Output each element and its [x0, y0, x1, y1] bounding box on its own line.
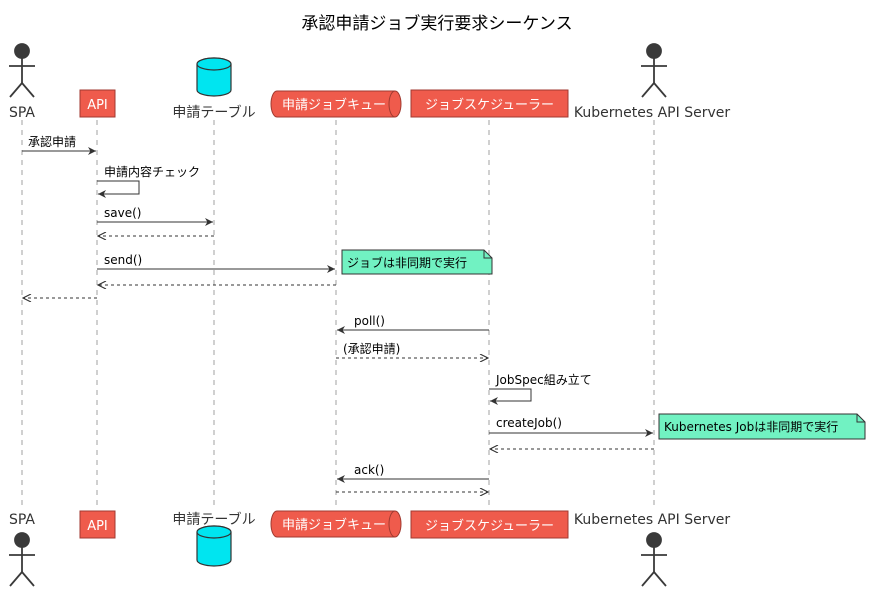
note-2-text: Kubernetes Jobは非同期で実行 [664, 419, 838, 434]
actor-k8s-bottom-icon [641, 532, 667, 587]
message-label-6: (承認申請) [343, 341, 400, 356]
participant-scheduler-bottom-label: ジョブスケジューラー [425, 518, 554, 534]
participant-k8s-top: Kubernetes API Server [574, 105, 730, 121]
participant-queue-top [270, 90, 402, 118]
database-top-icon [196, 57, 232, 97]
participant-table-bottom: 申請テーブル [172, 511, 255, 528]
participant-queue-bottom [270, 510, 402, 538]
message-label-8: createJob() [496, 416, 562, 430]
actor-k8s-top-icon [641, 43, 667, 98]
participant-api-bottom [79, 510, 116, 539]
participant-scheduler-top-label: ジョブスケジューラー [425, 97, 554, 113]
message-label-9: ack() [354, 463, 384, 477]
actor-spa-top-icon [9, 43, 35, 98]
note-1-text: ジョブは非同期で実行 [347, 255, 467, 270]
diagram-title: 承認申請ジョブ実行要求シーケンス [301, 13, 572, 34]
participant-scheduler-top [410, 89, 569, 118]
message-label-2: 申請内容チェック [104, 164, 200, 179]
note-2 [658, 413, 866, 440]
participant-api-top-label: API [87, 98, 108, 113]
message-label-7: JobSpec組み立て [495, 372, 592, 387]
participant-table-top: 申請テーブル [172, 104, 255, 121]
participant-spa-bottom: SPA [9, 512, 35, 528]
message-arrow-2 [97, 180, 140, 198]
actor-spa-bottom-icon [9, 532, 35, 587]
message-label-4: send() [104, 253, 142, 267]
message-label-5: poll() [354, 314, 385, 328]
message-label-1: 承認申請 [28, 134, 76, 149]
participant-queue-top-label: 申請ジョブキュー [282, 97, 386, 113]
participant-spa-top: SPA [9, 105, 35, 121]
database-bottom-icon [196, 525, 232, 567]
message-arrow-7 [489, 388, 532, 405]
note-1 [341, 249, 493, 275]
participant-scheduler-bottom [410, 510, 569, 539]
participant-queue-bottom-label: 申請ジョブキュー [282, 517, 386, 533]
message-label-3: save() [104, 206, 141, 220]
participant-api-top [79, 89, 116, 118]
participant-k8s-bottom: Kubernetes API Server [574, 512, 730, 528]
participant-api-bottom-label: API [87, 519, 108, 534]
